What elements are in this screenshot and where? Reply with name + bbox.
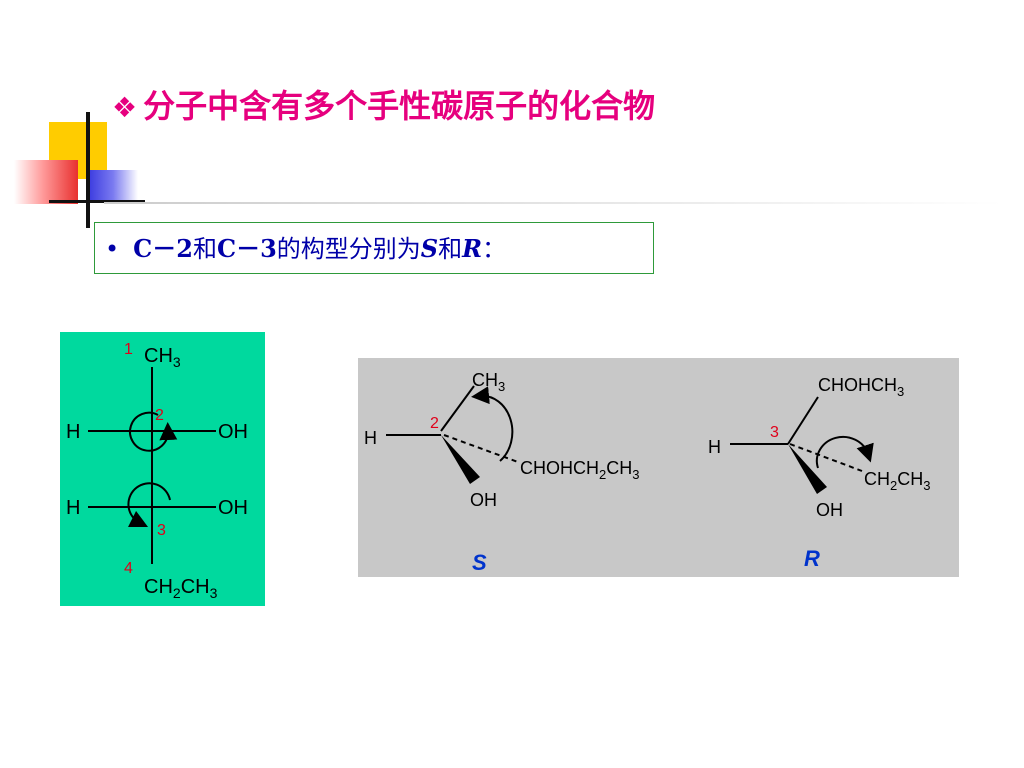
point-colon: ： xyxy=(482,235,507,263)
c2-wedge-bond xyxy=(441,435,480,484)
fischer-background xyxy=(60,332,265,606)
bullet-dot-icon: • xyxy=(105,235,120,263)
fischer-oh-upper: OH xyxy=(218,421,248,443)
carbon-number-1: 1 xyxy=(124,341,133,358)
c3-structure: CHOHCH3 3 H CH2CH3 OH R xyxy=(708,375,930,571)
title-underline-rule xyxy=(104,202,1004,204)
c3-top-label: CHOHCH3 xyxy=(818,375,904,399)
point-s-config: S xyxy=(420,234,439,263)
decor-vertical-line xyxy=(86,112,90,228)
carbon-number-2: 2 xyxy=(155,407,164,424)
c2-oh-label: OH xyxy=(470,490,497,510)
carbon-number-4: 4 xyxy=(124,560,133,577)
point-and-2: 和 xyxy=(438,235,463,263)
point-configs-text: 的构型分别为 xyxy=(276,235,421,263)
slide-title-text: 分子中含有多个手性碳原子的化合物 xyxy=(143,87,656,125)
fischer-h-upper: H xyxy=(66,421,80,443)
fischer-h-lower: H xyxy=(66,497,80,519)
rotation-arrow-lower xyxy=(127,482,171,528)
wedge-panel-background xyxy=(358,358,959,577)
slide-title: ❖分子中含有多个手性碳原子的化合物 xyxy=(112,84,655,128)
c2-carbon-number: 2 xyxy=(430,415,439,432)
c3-wedge-bond xyxy=(788,444,827,494)
c3-h-label: H xyxy=(708,437,721,457)
c2-ch3-label: CH3 xyxy=(472,370,505,394)
wedge-dash-structures: CH3 2 H CHOHCH2CH3 OH S CHOHCH3 3 H CH2C… xyxy=(358,358,959,577)
fischer-top-ch3: CH3 xyxy=(144,345,181,370)
point-and-1: 和 xyxy=(192,235,217,263)
decor-blue-gradient xyxy=(88,170,138,202)
c2-dash-bond xyxy=(443,434,519,463)
c2-structure: CH3 2 H CHOHCH2CH3 OH S xyxy=(364,370,639,575)
rotation-arrow-upper xyxy=(129,411,178,452)
c2-rotation-arrow xyxy=(471,386,514,462)
carbon-number-3: 3 xyxy=(157,522,166,539)
point-c3: C－3 xyxy=(216,234,277,263)
bullet-point-box: •C－2和C－3的构型分别为S和R： xyxy=(94,222,654,274)
decor-horizontal-line xyxy=(49,200,145,203)
decor-red-gradient xyxy=(14,160,78,204)
fischer-oh-lower: OH xyxy=(218,497,248,519)
c3-bond-top xyxy=(787,396,819,445)
c2-rest-label: CHOHCH2CH3 xyxy=(520,458,639,482)
fischer-bottom-ethyl: CH2CH3 xyxy=(144,576,218,601)
c3-ethyl-label: CH2CH3 xyxy=(864,469,930,493)
c3-dash-bond xyxy=(789,443,863,472)
c3-carbon-number: 3 xyxy=(770,424,779,441)
c3-oh-label: OH xyxy=(816,500,843,520)
c2-bond-ch3 xyxy=(440,385,475,432)
point-r-config: R xyxy=(462,234,483,263)
c2-h-label: H xyxy=(364,428,377,448)
config-r-label: R xyxy=(804,546,820,571)
config-s-label: S xyxy=(472,550,487,575)
point-c2: C－2 xyxy=(133,234,193,263)
c3-rotation-arrow xyxy=(815,435,874,469)
fischer-projection: 1 2 3 4 CH3 H OH H OH CH2CH3 xyxy=(60,332,265,606)
diamond-bullet-icon: ❖ xyxy=(112,91,138,124)
